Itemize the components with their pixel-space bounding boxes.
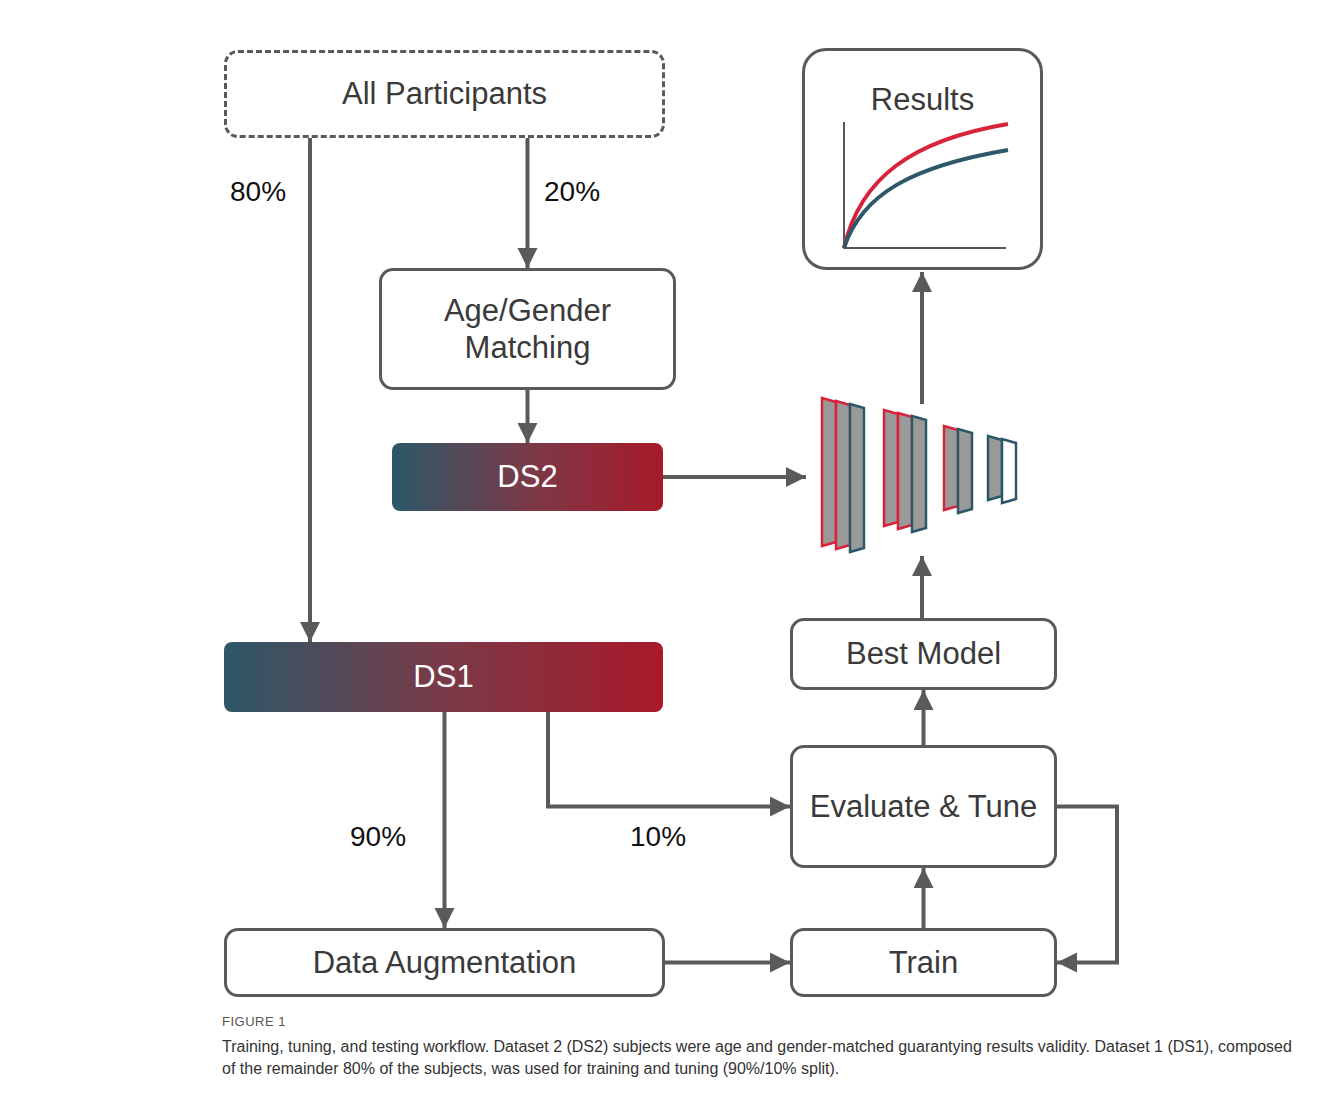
chart-axes bbox=[844, 122, 1006, 248]
cnn-layer bbox=[898, 413, 912, 529]
figure-caption: Training, tuning, and testing workflow. … bbox=[222, 1036, 1302, 1079]
cnn-layer bbox=[958, 429, 972, 513]
cnn-layer bbox=[988, 436, 1002, 500]
flow-connector bbox=[1057, 807, 1117, 963]
cnn-layer bbox=[822, 398, 836, 546]
flow-connector bbox=[548, 712, 790, 807]
dataset-band: DS1 bbox=[224, 642, 663, 712]
cnn-layer bbox=[1002, 439, 1016, 503]
node-text: DS1 bbox=[413, 658, 473, 695]
node-text: Best Model bbox=[846, 635, 1001, 672]
process-box: Evaluate & Tune bbox=[790, 745, 1057, 868]
flow-arrow bbox=[663, 475, 806, 479]
results-chart bbox=[802, 48, 1043, 270]
cnn-layer bbox=[850, 404, 864, 552]
process-box: Train bbox=[790, 928, 1057, 997]
node-text: Results bbox=[871, 81, 974, 118]
figure-number: FIGURE 1 bbox=[222, 1014, 286, 1029]
cnn-layer bbox=[884, 410, 898, 526]
node-text: Train bbox=[889, 944, 958, 981]
dataset-band: DS2 bbox=[392, 443, 663, 511]
node-text: Data Augmentation bbox=[313, 944, 577, 981]
flow-connector bbox=[526, 138, 530, 268]
process-box: Age/Gender Matching bbox=[379, 268, 676, 390]
node-text: All Participants bbox=[342, 75, 547, 112]
flow-connector bbox=[665, 961, 790, 965]
cnn-layer bbox=[912, 416, 926, 532]
flow-arrow bbox=[920, 272, 924, 404]
node-text: DS2 bbox=[497, 458, 557, 495]
flow-connector bbox=[922, 690, 926, 745]
edge-label: 10% bbox=[628, 821, 688, 853]
flow-connector bbox=[443, 712, 447, 928]
process-box: Data Augmentation bbox=[224, 928, 665, 997]
cnn-layer bbox=[836, 401, 850, 549]
results-box: Results bbox=[802, 48, 1043, 270]
flow-connector bbox=[922, 868, 926, 928]
process-box: Best Model bbox=[790, 618, 1057, 690]
chart-curve bbox=[844, 124, 1008, 248]
chart-curve bbox=[844, 150, 1008, 248]
node-text: Age/Gender Matching bbox=[382, 292, 673, 366]
start-box: All Participants bbox=[224, 50, 665, 138]
edge-label: 90% bbox=[348, 821, 408, 853]
edge-label: 20% bbox=[542, 176, 602, 208]
flow-arrow bbox=[920, 556, 924, 618]
node-text: Evaluate & Tune bbox=[810, 788, 1038, 825]
flow-connector bbox=[526, 390, 530, 443]
edge-label: 80% bbox=[228, 176, 288, 208]
flow-connector bbox=[308, 138, 312, 642]
cnn-layer bbox=[944, 426, 958, 510]
